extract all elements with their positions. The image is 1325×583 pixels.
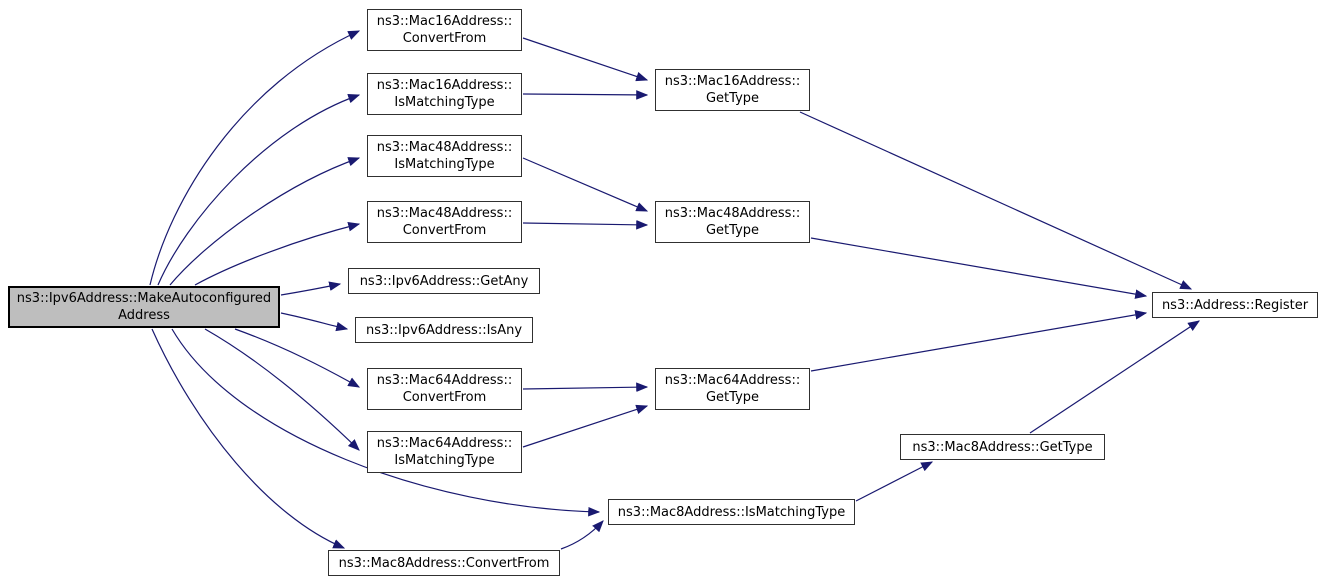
node-label-line: ns3::Ipv6Address::IsAny bbox=[365, 322, 523, 338]
edge-main-to-mac8-convertfrom bbox=[151, 328, 346, 549]
node-mac8-convertfrom[interactable]: ns3::Mac8Address::ConvertFrom bbox=[328, 550, 560, 576]
node-label-line: ns3::Mac8Address::ConvertFrom bbox=[338, 555, 550, 571]
node-label-line: ns3::Address::Register bbox=[1161, 297, 1309, 313]
edge-mac16-ismatchingtype-to-mac16-gettype bbox=[522, 90, 649, 100]
edge-main-to-mac48-ismatchingtype bbox=[169, 157, 361, 286]
node-mac64-convertfrom[interactable]: ns3::Mac64Address:: ConvertFrom bbox=[367, 368, 522, 410]
edge-mac64-convertfrom-to-mac64-gettype bbox=[522, 382, 649, 392]
node-mac16-ismatchingtype[interactable]: ns3::Mac16Address:: IsMatchingType bbox=[367, 73, 522, 115]
edge-main-to-ipv6-getany bbox=[280, 281, 342, 296]
node-mac8-gettype[interactable]: ns3::Mac8Address::GetType bbox=[900, 434, 1105, 460]
edge-main-to-mac8-ismatchingtype bbox=[171, 328, 601, 517]
node-label-line: ns3::Mac64Address:: bbox=[376, 373, 513, 388]
node-label-line: ns3::Mac8Address::IsMatchingType bbox=[617, 504, 846, 520]
node-label-line: ns3::Mac16Address:: bbox=[376, 78, 513, 93]
node-mac48-ismatchingtype[interactable]: ns3::Mac48Address:: IsMatchingType bbox=[367, 135, 522, 177]
node-label-line: ns3::Mac48Address:: bbox=[664, 206, 801, 221]
edge-mac16-gettype-to-address-register bbox=[799, 111, 1193, 290]
node-label-line: GetType bbox=[705, 223, 760, 238]
node-label-line: IsMatchingType bbox=[394, 95, 495, 110]
edge-main-to-mac64-ismatchingtype bbox=[204, 328, 360, 451]
node-mac48-gettype[interactable]: ns3::Mac48Address:: GetType bbox=[655, 201, 810, 243]
node-label-line: ns3::Mac64Address:: bbox=[376, 436, 513, 451]
edge-mac8-gettype-to-address-register bbox=[1029, 320, 1201, 434]
edge-mac16-convertfrom-to-mac16-gettype bbox=[522, 37, 649, 82]
edge-main-to-mac16-ismatchingtype bbox=[157, 94, 361, 286]
node-label-line: IsMatchingType bbox=[394, 453, 495, 468]
node-make-autoconfigured-address[interactable]: ns3::Ipv6Address::MakeAutoconfigured Add… bbox=[8, 286, 280, 328]
node-mac64-ismatchingtype[interactable]: ns3::Mac64Address:: IsMatchingType bbox=[367, 431, 522, 473]
edge-main-to-mac64-convertfrom bbox=[234, 328, 361, 388]
node-label-line: ns3::Ipv6Address::MakeAutoconfigured bbox=[16, 291, 272, 306]
edge-main-to-ipv6-isany bbox=[280, 312, 349, 332]
node-mac8-ismatchingtype[interactable]: ns3::Mac8Address::IsMatchingType bbox=[608, 499, 855, 525]
edge-mac8-convertfrom-to-mac8-ismatchingtype bbox=[560, 520, 604, 550]
node-label-line: IsMatchingType bbox=[394, 157, 495, 172]
edge-mac64-ismatchingtype-to-mac64-gettype bbox=[522, 404, 649, 448]
edge-mac8-ismatchingtype-to-mac8-gettype bbox=[855, 461, 934, 502]
node-mac16-convertfrom[interactable]: ns3::Mac16Address:: ConvertFrom bbox=[367, 9, 522, 51]
edge-mac64-gettype-to-address-register bbox=[810, 310, 1148, 372]
edge-main-to-mac16-convertfrom bbox=[149, 30, 361, 286]
edge-mac48-convertfrom-to-mac48-gettype bbox=[522, 220, 649, 230]
node-label-line: ns3::Mac16Address:: bbox=[376, 14, 513, 29]
node-label-line: Address bbox=[118, 308, 170, 323]
node-label-line: GetType bbox=[705, 91, 760, 106]
node-label-line: ns3::Mac16Address:: bbox=[664, 74, 801, 89]
node-label-line: ConvertFrom bbox=[402, 31, 487, 46]
node-mac64-gettype[interactable]: ns3::Mac64Address:: GetType bbox=[655, 368, 810, 410]
node-label-line: GetType bbox=[705, 390, 760, 405]
edge-mac48-ismatchingtype-to-mac48-gettype bbox=[522, 157, 649, 212]
node-ipv6-getany[interactable]: ns3::Ipv6Address::GetAny bbox=[348, 268, 540, 294]
edge-mac48-gettype-to-address-register bbox=[810, 237, 1148, 299]
node-ipv6-isany[interactable]: ns3::Ipv6Address::IsAny bbox=[355, 317, 533, 343]
node-label-line: ns3::Mac64Address:: bbox=[664, 373, 801, 388]
node-address-register[interactable]: ns3::Address::Register bbox=[1152, 292, 1318, 318]
node-label-line: ns3::Mac48Address:: bbox=[376, 206, 513, 221]
node-label-line: ns3::Ipv6Address::GetAny bbox=[359, 273, 529, 289]
node-label-line: ConvertFrom bbox=[402, 223, 487, 238]
node-label-line: ns3::Mac8Address::GetType bbox=[912, 439, 1093, 455]
node-label-line: ns3::Mac48Address:: bbox=[376, 140, 513, 155]
edge-main-to-mac48-convertfrom bbox=[194, 222, 361, 286]
node-label-line: ConvertFrom bbox=[402, 390, 487, 405]
node-mac48-convertfrom[interactable]: ns3::Mac48Address:: ConvertFrom bbox=[367, 201, 522, 243]
node-mac16-gettype[interactable]: ns3::Mac16Address:: GetType bbox=[655, 69, 810, 111]
